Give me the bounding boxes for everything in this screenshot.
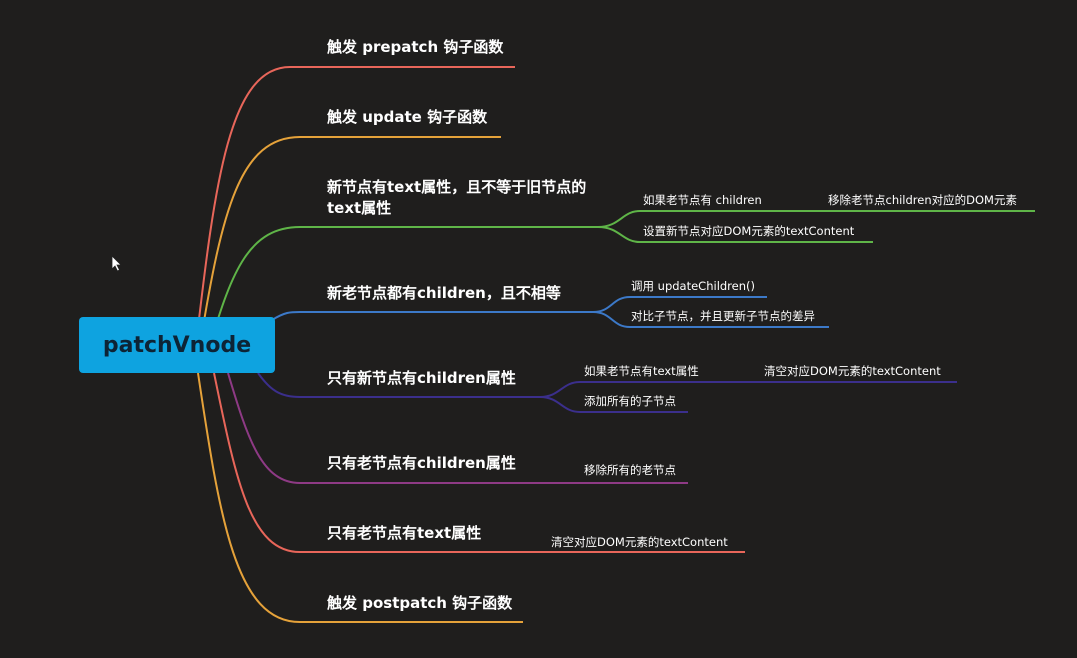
leaf-clear-text-content-old[interactable]: 清空对应DOM元素的textContent [551,535,728,549]
connector-leaf-text-1 [597,210,1035,228]
connector-branch-update [199,136,501,346]
leaf-call-update-children[interactable]: 调用 updateChildren() [631,279,755,293]
branch-new-text-line1[interactable]: 新节点有text属性，且不等于旧节点的 [327,178,587,196]
leaf-add-all-children[interactable]: 添加所有的子节点 [584,394,676,408]
leaf-remove-all-old-children[interactable]: 移除所有的老节点 [584,463,676,477]
connector-branch-prepatch [195,66,515,346]
leaf-set-text-content[interactable]: 设置新节点对应DOM元素的textContent [643,224,855,238]
connector-branch-old-children [227,372,688,484]
connector-leaf-text-2 [597,226,873,243]
connector-leaf-children-both-2 [592,311,829,328]
connector-branch-postpatch [197,372,523,623]
connector-branch-children-both [271,311,593,321]
connector-leaf-new-children-2 [539,396,688,413]
branch-only-old-text[interactable]: 只有老节点有text属性 [327,524,482,542]
connector-branch-new-children [257,372,540,398]
connector-branch-old-text [213,372,745,553]
branch-both-children[interactable]: 新老节点都有children，且不相等 [327,284,561,302]
root-node-patchvnode[interactable]: patchVnode [79,317,275,373]
branch-trigger-update[interactable]: 触发 update 钩子函数 [327,108,488,126]
leaf-clear-text-content[interactable]: 清空对应DOM元素的textContent [764,364,941,378]
leaf-old-has-children[interactable]: 如果老节点有 children [643,193,762,207]
leaf-old-has-text[interactable]: 如果老节点有text属性 [584,364,699,378]
mouse-pointer-icon [111,255,122,272]
branch-only-old-children[interactable]: 只有老节点有children属性 [327,454,516,472]
branch-trigger-postpatch[interactable]: 触发 postpatch 钩子函数 [327,594,513,612]
branch-trigger-prepatch[interactable]: 触发 prepatch 钩子函数 [327,38,504,56]
branch-new-text-line2[interactable]: text属性 [327,199,392,217]
leaf-remove-old-children-dom[interactable]: 移除老节点children对应的DOM元素 [828,193,1017,207]
branch-only-new-children[interactable]: 只有新节点有children属性 [327,369,516,387]
leaf-diff-children[interactable]: 对比子节点，并且更新子节点的差异 [631,309,815,323]
